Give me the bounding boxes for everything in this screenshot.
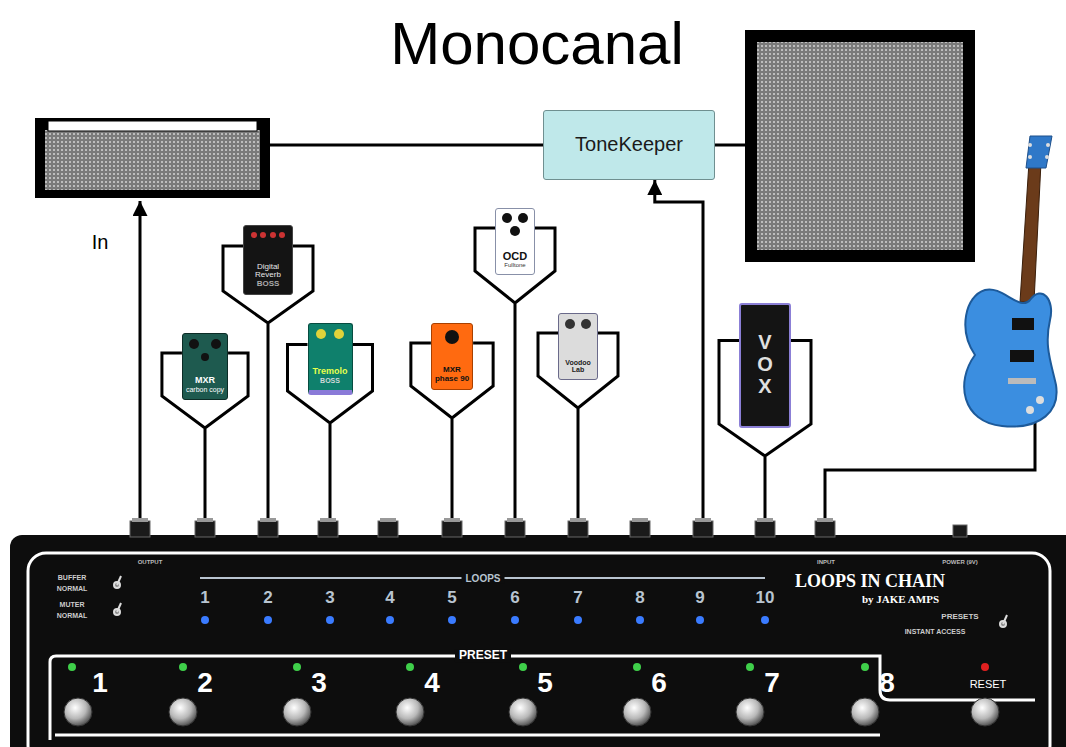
node-title: Tremolo xyxy=(312,367,347,377)
switch-label: MUTER xyxy=(60,601,85,609)
switch-label: NORMAL xyxy=(57,585,88,593)
preset-number: 5 xyxy=(537,668,553,699)
loop-number: 6 xyxy=(510,589,519,608)
tremolo-pedal: TremoloBOSS xyxy=(308,323,353,395)
node-subtitle: BOSS xyxy=(257,280,280,289)
node-subtitle: phase 90 xyxy=(435,375,469,384)
speaker-wire xyxy=(715,144,745,147)
pedal-knob xyxy=(518,213,528,223)
jack-label: POWER (9V) xyxy=(942,559,978,566)
compressor-pedal: Voodoo Lab xyxy=(558,313,598,380)
delay-pedal: MXRcarbon copy xyxy=(182,333,228,400)
jacks xyxy=(130,518,967,537)
loop-number: 10 xyxy=(756,589,775,608)
loop-number: 5 xyxy=(447,589,456,608)
effects-loop xyxy=(411,343,493,535)
loop-number: 8 xyxy=(635,589,644,608)
pedal-knob xyxy=(565,319,575,329)
effects-loop xyxy=(538,333,618,535)
node-subtitle: BOSS xyxy=(320,377,340,385)
amp-head xyxy=(35,118,270,198)
output-cable xyxy=(139,201,142,520)
speaker-wire xyxy=(270,144,543,147)
loop-number: 3 xyxy=(325,589,334,608)
guitar xyxy=(964,136,1056,427)
wah-pedal: VOX xyxy=(739,303,791,428)
pedal-knob xyxy=(581,319,591,329)
pedal-knob xyxy=(334,329,344,339)
node-title: LOOPS IN CHAIN xyxy=(795,572,945,592)
switch-label: BUFFER xyxy=(58,574,86,582)
loop-number: 7 xyxy=(573,589,582,608)
diagram-title: Monocanal xyxy=(390,11,684,77)
node-title: Voodoo Lab xyxy=(562,359,594,374)
loop-number: 9 xyxy=(695,589,704,608)
pedal-knob xyxy=(260,232,266,238)
preset-number: 3 xyxy=(311,668,327,699)
pedal-knob xyxy=(189,339,199,349)
preset-number: 2 xyxy=(197,668,213,699)
node-title: ToneKeeper xyxy=(575,133,683,155)
pedal-knob xyxy=(502,213,512,223)
node-title: VOX xyxy=(755,331,775,397)
switch-label: NORMAL xyxy=(57,612,88,620)
node-title: MXR xyxy=(443,366,461,375)
loop-switcher-panel xyxy=(10,535,1066,747)
pedal-knob xyxy=(510,226,520,236)
node-title: OCD xyxy=(503,250,527,262)
section-label: LOOPS xyxy=(461,573,504,584)
loop-number: 4 xyxy=(385,589,394,608)
preset-number: 6 xyxy=(651,668,667,699)
node-title: MXR xyxy=(195,376,215,386)
preset-number: 7 xyxy=(764,668,780,699)
node-subtitle: Fulltone xyxy=(504,262,525,269)
node-subtitle: by JAKE AMPS xyxy=(862,593,939,605)
loop-number: 2 xyxy=(263,589,272,608)
pedal-knob xyxy=(279,232,285,238)
phaser-pedal: MXRphase 90 xyxy=(431,323,473,390)
jack-label: OUTPUT xyxy=(138,559,163,566)
node-subtitle: carbon copy xyxy=(186,386,224,394)
effects-loop xyxy=(162,353,248,535)
pedal-knob xyxy=(201,353,209,361)
button-label: RESET xyxy=(970,678,1007,690)
speaker-cabinet xyxy=(745,30,975,262)
tonekeeper-box: ToneKeeper xyxy=(543,110,715,180)
pedal-knob xyxy=(445,330,459,344)
overdrive-pedal: OCDFulltone xyxy=(495,208,535,275)
switch-label: INSTANT ACCESS xyxy=(905,628,966,636)
guitar-cable xyxy=(825,420,1035,520)
reverb-pedal: Digital ReverbBOSS xyxy=(243,225,293,295)
loop-number: 1 xyxy=(200,589,209,608)
pedal-knob xyxy=(270,232,276,238)
preset-number: 1 xyxy=(92,668,108,699)
node-title: Digital Reverb xyxy=(247,263,289,281)
switch-label: PRESETS xyxy=(941,613,978,622)
section-label: PRESET xyxy=(455,649,511,662)
loop-switcher: LOOPS IN CHAINby JAKE AMPS xyxy=(10,535,1066,747)
pedal-knob xyxy=(211,339,221,349)
jack-label: INPUT xyxy=(817,559,835,566)
preset-number: 8 xyxy=(879,668,895,699)
signal-label: In xyxy=(92,231,109,253)
effects-loop xyxy=(288,345,373,535)
pedal-knob xyxy=(316,329,326,339)
send-cable xyxy=(655,180,703,535)
preset-number: 4 xyxy=(424,668,440,699)
pedal-knob xyxy=(251,232,257,238)
